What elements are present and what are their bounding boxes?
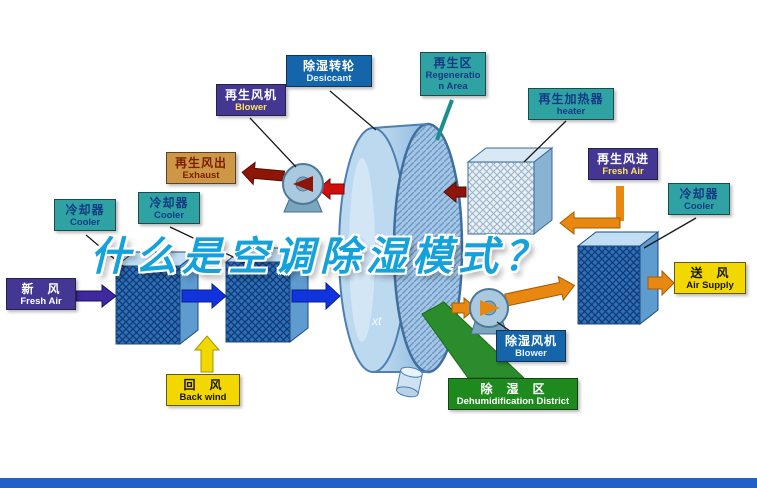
label-en: Blower xyxy=(235,102,267,114)
label-zh: 再生风机 xyxy=(224,88,277,102)
label-air-supply: 送 风 Air Supply xyxy=(674,262,746,295)
label-en: Fresh Air xyxy=(20,296,62,308)
page-title: 什么是空调除湿模式？ xyxy=(90,235,550,279)
arrow-box2-to-wheel xyxy=(291,281,341,311)
label-desiccant-wheel: 除湿转轮 Desiccant xyxy=(286,55,372,88)
arrow-fan-to-cooler-right xyxy=(504,275,576,307)
label-en: Exhaust xyxy=(182,170,220,182)
label-en: Dehumidification District xyxy=(456,396,570,408)
label-fresh-air: 新 风 Fresh Air xyxy=(6,278,76,311)
label-en: Fresh Air xyxy=(602,166,644,178)
label-en: Cooler xyxy=(683,201,715,213)
label-zh: 再生风进 xyxy=(596,152,649,166)
regen-blower-fan-icon xyxy=(282,163,324,213)
label-cooler-left: 冷却器 Cooler xyxy=(54,199,116,232)
label-back-wind: 回 风 Back wind xyxy=(166,374,240,407)
label-en: Blower xyxy=(515,348,547,360)
label-zh: 再生风出 xyxy=(174,156,227,170)
label-connectors xyxy=(85,90,697,332)
label-cooler-right: 冷却器 Cooler xyxy=(668,183,730,216)
arrow-fan-to-exhaust xyxy=(241,161,285,186)
arrow-supply-air-out xyxy=(647,269,675,297)
cooler-box-right xyxy=(576,230,660,326)
label-regen-fresh-air: 再生风进 Fresh Air xyxy=(588,148,658,181)
arrow-return-air-up xyxy=(193,335,221,373)
label-zh: 送 风 xyxy=(690,266,730,280)
arrow-box1-to-box2 xyxy=(181,282,227,310)
arrow-heater-to-wheel xyxy=(443,180,467,204)
label-en: Air Supply xyxy=(686,280,734,292)
label-zh: 冷却器 xyxy=(149,196,189,210)
label-zh: 除湿转轮 xyxy=(302,59,355,73)
airflow-arrows xyxy=(75,161,675,373)
label-zh: 冷却器 xyxy=(65,203,105,217)
label-zh: 冷却器 xyxy=(679,187,719,201)
label-zh: 新 风 xyxy=(21,282,61,296)
label-dehum-blower: 除湿风机 Blower xyxy=(496,330,566,363)
label-zh: 再生区 xyxy=(433,56,473,70)
label-zh: 回 风 xyxy=(183,378,223,392)
arrow-freshin-to-heater xyxy=(559,210,621,236)
label-en: Cooler xyxy=(153,210,185,222)
label-regeneration-area: 再生区 Regeneration Area xyxy=(420,52,486,96)
label-en: Desiccant xyxy=(306,73,352,85)
label-cooler-mid: 冷却器 Cooler xyxy=(138,192,200,225)
label-dehumidification-district: 除 湿 区 Dehumidification District xyxy=(448,378,578,411)
label-regen-blower: 再生风机 Blower xyxy=(216,84,286,117)
label-zh: 再生加热器 xyxy=(538,92,604,106)
label-zh: 除 湿 区 xyxy=(480,382,546,396)
label-exhaust: 再生风出 Exhaust xyxy=(166,152,236,185)
watermark: xt xyxy=(372,314,382,328)
cooler-box-left xyxy=(114,250,200,346)
label-regen-heater: 再生加热器 heater xyxy=(528,88,614,121)
label-en: heater xyxy=(556,106,586,118)
bottom-bar xyxy=(0,478,757,488)
desiccant-wheel-graphic xyxy=(338,122,464,374)
arrow-fresh-air-in xyxy=(75,283,117,309)
label-en: Cooler xyxy=(69,217,101,229)
heater-box xyxy=(466,146,554,236)
dehum-blower-fan-icon xyxy=(469,288,509,335)
label-zh: 除湿风机 xyxy=(504,334,557,348)
label-en: Regeneration Area xyxy=(425,70,481,93)
label-en: Back wind xyxy=(179,392,227,404)
wheel-motor-graphic xyxy=(395,366,423,398)
